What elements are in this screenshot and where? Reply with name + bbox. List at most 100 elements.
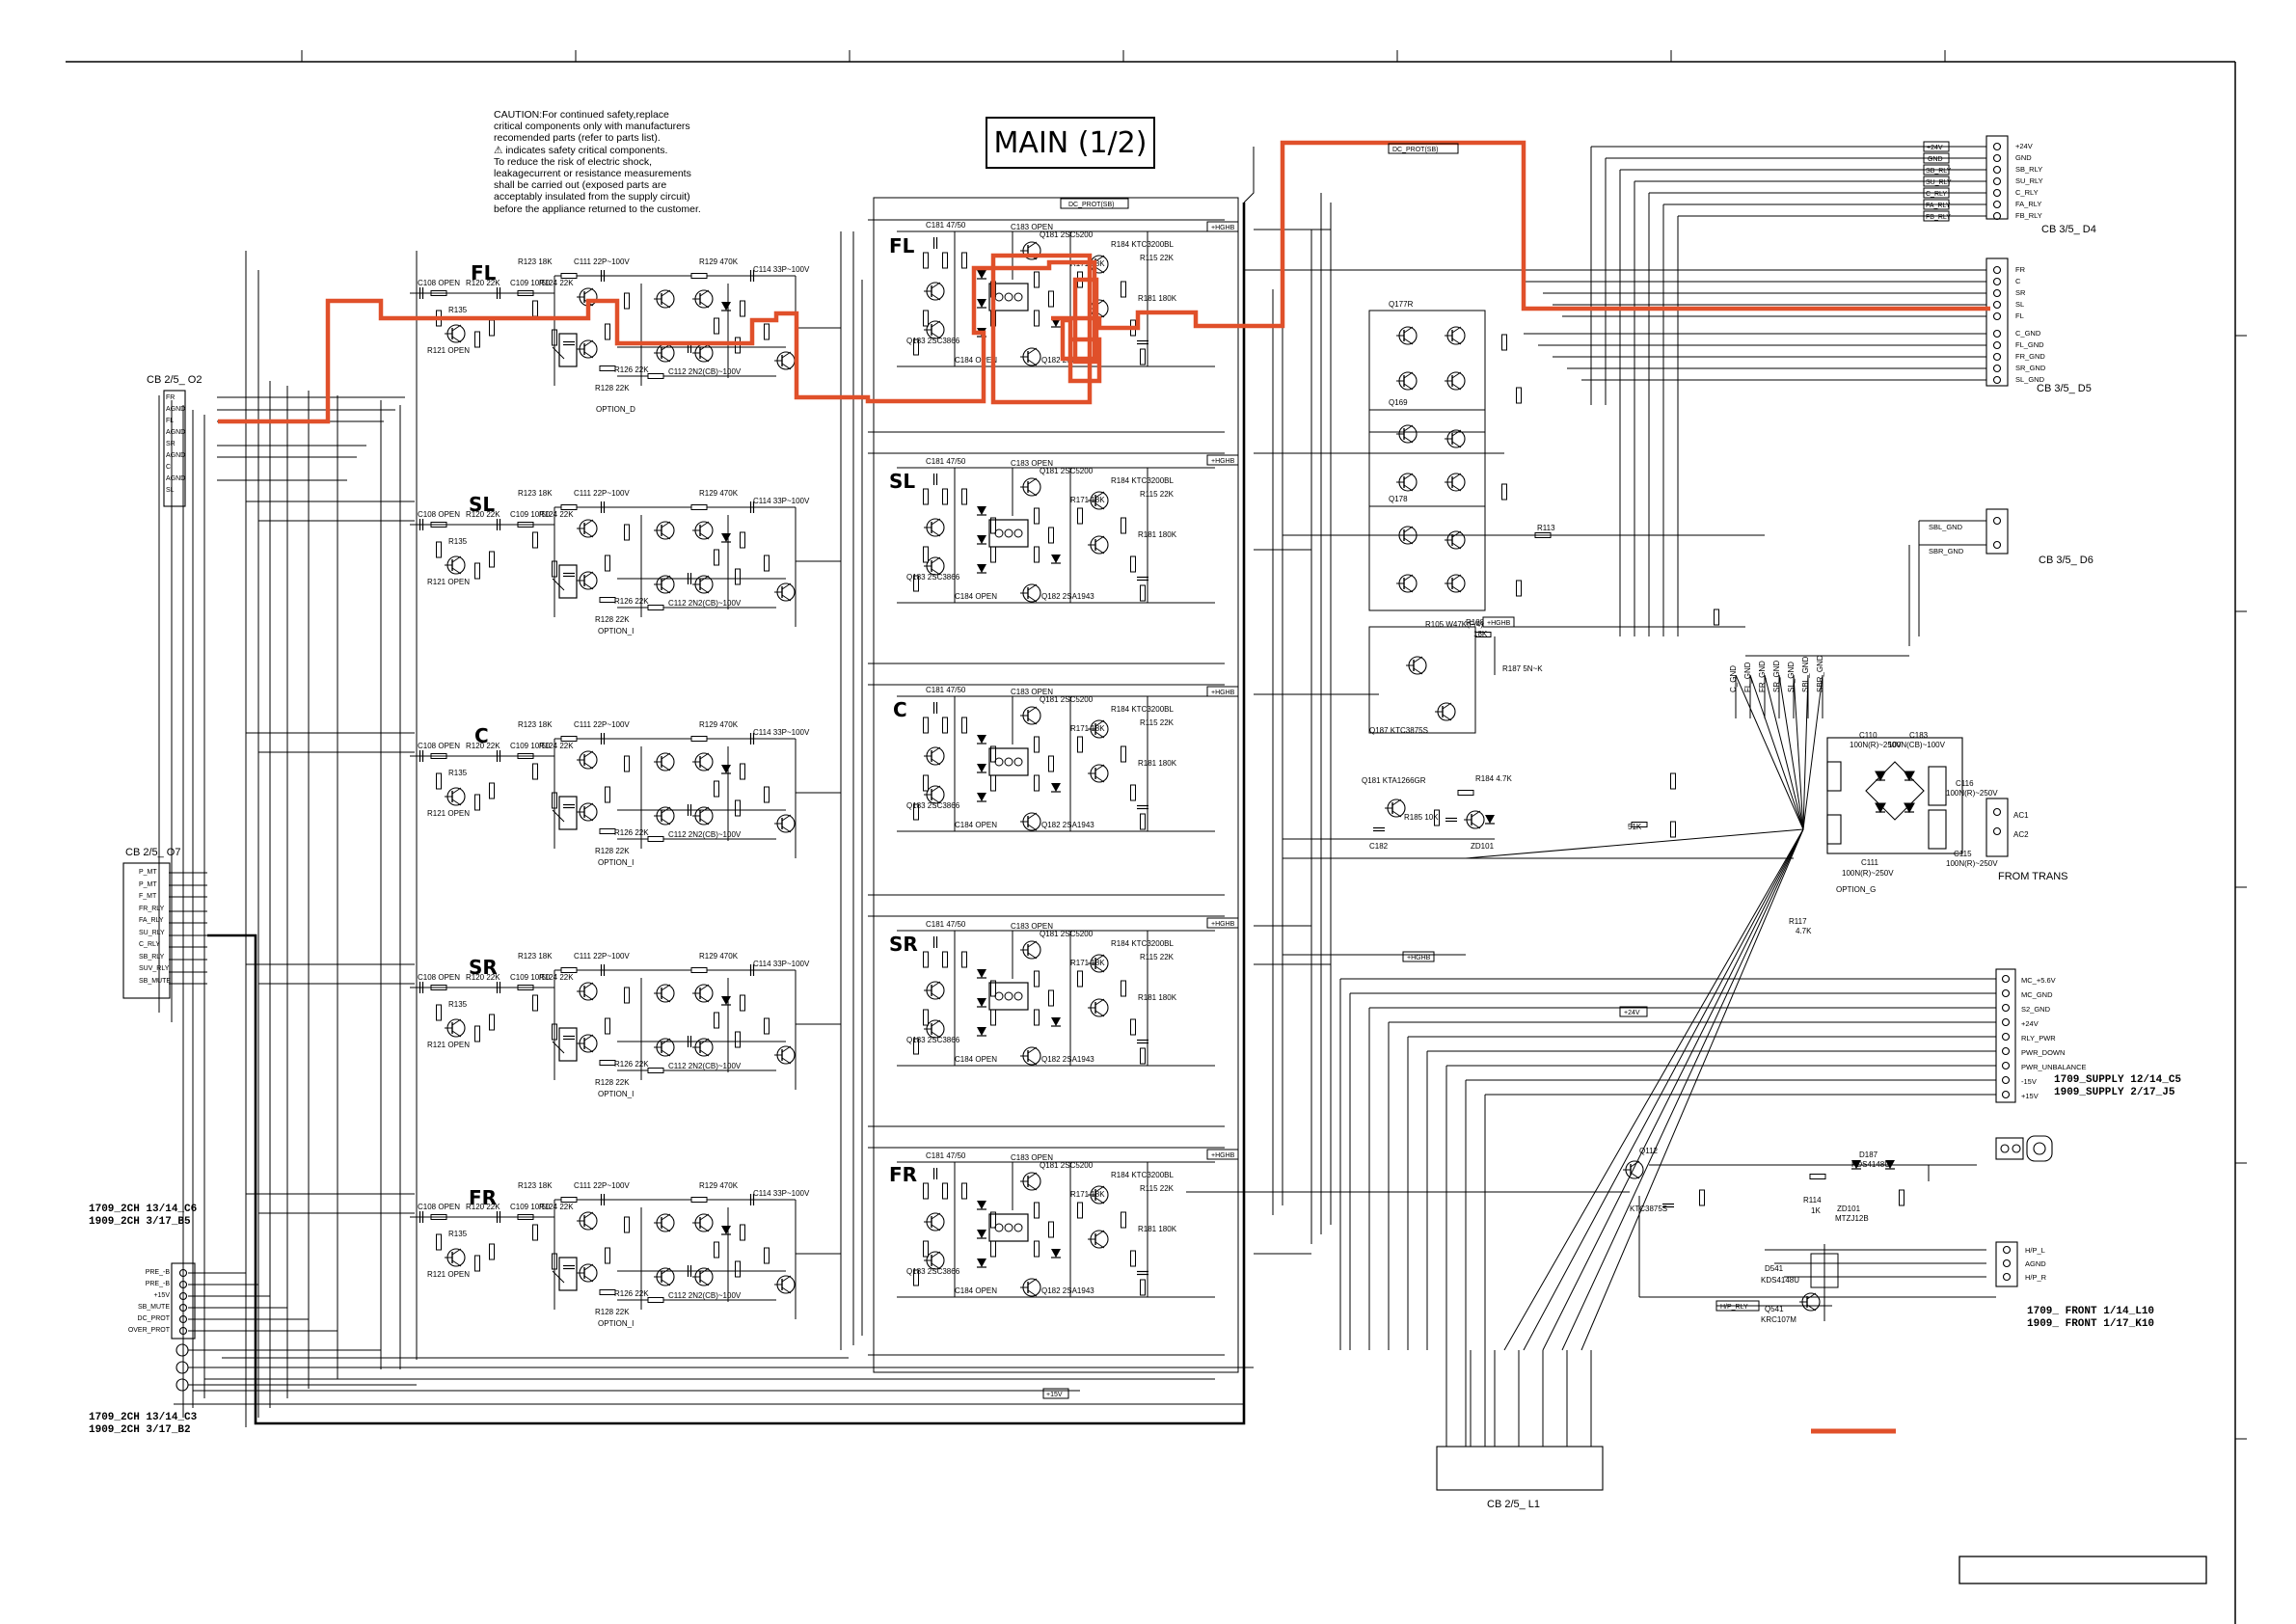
- svg-text:+15V: +15V: [1046, 1392, 1063, 1398]
- svg-text:SR_GND: SR_GND: [1772, 660, 1781, 692]
- pin-label: C_GND: [2015, 329, 2041, 338]
- from-trans-label: FROM TRANS: [1998, 871, 2068, 882]
- pin-label: SU_RLY: [2015, 176, 2043, 185]
- svg-text:SBR_GND: SBR_GND: [1816, 655, 1824, 692]
- svg-text:D187: D187: [1859, 1150, 1878, 1159]
- svg-text:C182: C182: [1369, 842, 1389, 851]
- pin-label: DC_PROT: [137, 1315, 170, 1322]
- pin-label: SL: [166, 487, 175, 494]
- svg-text:R114: R114: [1803, 1196, 1822, 1204]
- cb-l1-label: CB 2/5_ L1: [1487, 1499, 1541, 1510]
- cb-o2-connector: [163, 390, 186, 507]
- svg-text:KDS4148U: KDS4148U: [1761, 1276, 1799, 1285]
- svg-text:+24V: +24V: [1624, 1010, 1640, 1016]
- svg-text:SU_RLY: SU_RLY: [1926, 179, 1952, 186]
- cb-l1-connector: [1436, 1446, 1604, 1491]
- pin-label: SB_MUTE: [137, 1304, 170, 1311]
- pin-label: AGND: [2025, 1259, 2046, 1268]
- supply-label-2: 1909_SUPPLY 2/17_J5: [2054, 1087, 2175, 1098]
- pin-label: C: [2015, 277, 2021, 285]
- page-title: MAIN (1/2): [986, 117, 1155, 169]
- caution-line: CAUTION:For continued safety,replace: [494, 109, 669, 121]
- svg-text:DC_PROT(SB): DC_PROT(SB): [1392, 147, 1438, 153]
- svg-text:+HGHB: +HGHB: [1211, 458, 1235, 465]
- pin-label: SB_RLY: [139, 953, 165, 961]
- channel-label-sl: SL: [469, 493, 496, 516]
- svg-text:Q181 KTA1266GR: Q181 KTA1266GR: [1362, 776, 1426, 785]
- pin-label: H/P_L: [2025, 1246, 2045, 1255]
- svg-text:ZD101: ZD101: [1837, 1204, 1861, 1213]
- supply-label-1: 1709_SUPPLY 12/14_C5: [2054, 1074, 2182, 1086]
- amp-stage-c: [897, 686, 1215, 831]
- caution-line: leakagecurrent or resistance measurement…: [494, 168, 691, 180]
- channel-label-fl: FL: [471, 261, 497, 284]
- cn401-connector: [171, 1262, 196, 1392]
- caution-line: before the appliance returned to the cus…: [494, 203, 701, 215]
- option-label: OPTION_G: [1836, 885, 1877, 894]
- amp-label-sl: SL: [889, 470, 916, 493]
- svg-text:+HGHB: +HGHB: [1211, 921, 1235, 928]
- supply-pins: MC_+5.6V MC_GND S2_GND +24V RLY_PWR PWR_…: [2021, 973, 2087, 1103]
- twoch-bottom-label-1: 1709_2CH 13/14_C3: [89, 1412, 198, 1423]
- svg-text:100N(R)~250V: 100N(R)~250V: [1946, 859, 1998, 868]
- svg-text:KDS4148U: KDS4148U: [1851, 1160, 1890, 1169]
- svg-text:Q112: Q112: [1639, 1147, 1659, 1155]
- svg-text:+HGHB: +HGHB: [1407, 955, 1431, 961]
- amp-stage-fr: [897, 1151, 1215, 1297]
- pin-label: RLY_PWR: [2021, 1034, 2056, 1042]
- pin-label: PWR_UNBALANCE: [2021, 1063, 2087, 1071]
- cb-o7-connector: [122, 862, 171, 999]
- svg-text:R113: R113: [1537, 524, 1555, 532]
- svg-text:FA_RLY: FA_RLY: [1926, 203, 1951, 209]
- svg-text:KTC3875S: KTC3875S: [1630, 1204, 1667, 1213]
- pin-label: FB_RLY: [2015, 211, 2042, 220]
- pin-label: OVER_PROT: [127, 1327, 170, 1334]
- front-label-1: 1709_ FRONT 1/14_L10: [2027, 1306, 2155, 1317]
- highlighted-signal-path: [218, 140, 1990, 424]
- pin-label: FR: [2015, 265, 2025, 274]
- cb-d4-pins: +24V GND SB_RLY SU_RLY C_RLY FA_RLY FB_R…: [2015, 141, 2043, 222]
- caution-line: critical components only with manufactur…: [494, 121, 690, 133]
- pin-label: FA_RLY: [139, 917, 164, 924]
- amp-label-fr: FR: [889, 1163, 918, 1186]
- pin-label: AGND: [166, 429, 186, 436]
- pin-label: AC2: [2013, 830, 2029, 839]
- pin-label: FL: [166, 418, 175, 424]
- bridge-rectifier: [1826, 737, 1963, 854]
- pin-label: C_RLY: [139, 941, 161, 948]
- channel-label-sr: SR: [469, 956, 498, 979]
- svg-text:R105 W47K(F/4): R105 W47K(F/4): [1425, 620, 1483, 629]
- cp102a: [1985, 508, 2009, 555]
- svg-text:D541: D541: [1765, 1264, 1784, 1273]
- pin-label: SL_GND: [2015, 375, 2045, 384]
- svg-text:C115: C115: [1954, 850, 1972, 858]
- cn101: [1985, 257, 2009, 387]
- svg-text:C111: C111: [1861, 858, 1878, 867]
- svg-text:4.7K: 4.7K: [1796, 927, 1812, 935]
- cb-d5-pins: FR C SR SL FL C_GND FL_GND FR_GND SR_GND…: [2015, 264, 2045, 386]
- twoch-bottom-label-2: 1909_2CH 3/17_B2: [89, 1424, 191, 1436]
- pin-label: FL: [2015, 311, 2024, 320]
- pin-label: SB_RLY: [2015, 165, 2043, 174]
- cb-d4-label: CB 3/5_ D4: [2041, 224, 2096, 235]
- pin-label: SBR_GND: [1929, 547, 1964, 555]
- svg-text:FR_GND: FR_GND: [1758, 661, 1767, 692]
- pin-label: AGND: [166, 475, 186, 482]
- pin-label: SL: [2015, 300, 2025, 309]
- svg-text:ZD101: ZD101: [1471, 842, 1495, 851]
- svg-text:SB_RLY: SB_RLY: [1926, 168, 1952, 175]
- caution-line: To reduce the risk of electric shock,: [494, 155, 652, 168]
- cb-o2-label: CB 2/5_ O2: [147, 374, 203, 386]
- caution-line: recomended parts (refer to parts list).: [494, 132, 661, 145]
- svg-text:+HGHB: +HGHB: [1211, 225, 1235, 231]
- twoch-top-label-2: 1909_2CH 3/17_B5: [89, 1216, 191, 1228]
- cp107: [1995, 1135, 2053, 1162]
- svg-text:R117: R117: [1789, 917, 1807, 926]
- pin-label: H/P_R: [2025, 1273, 2047, 1282]
- channel-label-c: C: [474, 724, 489, 747]
- twoch-top-label-1: 1709_2CH 13/14_C6: [89, 1204, 198, 1215]
- option-label: OPTION_I: [598, 627, 635, 636]
- pin-label: SR: [2015, 288, 2026, 297]
- svg-text:+24V: +24V: [1927, 145, 1943, 151]
